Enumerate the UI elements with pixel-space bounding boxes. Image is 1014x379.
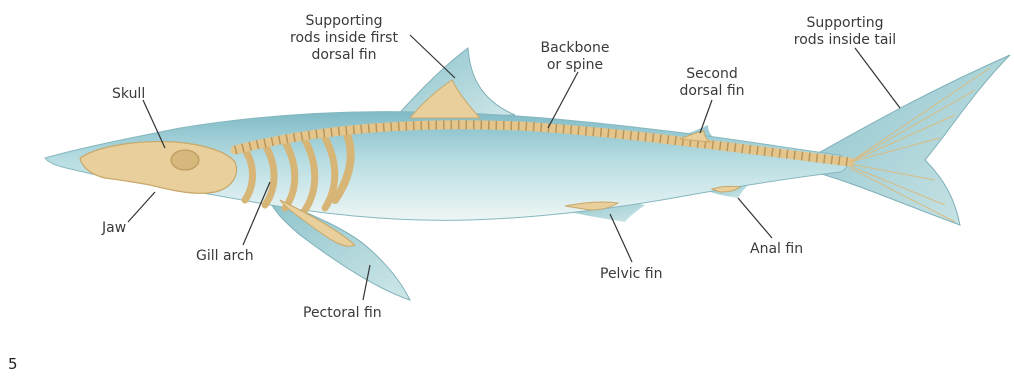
tail-fin xyxy=(815,55,1010,225)
label-second-dorsal-fin: Second dorsal fin xyxy=(670,66,754,100)
skull-cartilage xyxy=(80,142,236,194)
eye-socket xyxy=(171,150,199,170)
page-number: 5 xyxy=(8,355,18,373)
label-skull: Skull xyxy=(112,86,145,103)
label-jaw: Jaw xyxy=(102,220,126,237)
label-supporting-rods-first-dorsal: Supporting rods inside first dorsal fin xyxy=(278,13,410,64)
label-supporting-rods-tail: Supporting rods inside tail xyxy=(770,15,920,49)
label-pelvic-fin: Pelvic fin xyxy=(600,266,662,283)
label-pectoral-fin: Pectoral fin xyxy=(303,305,382,322)
label-anal-fin: Anal fin xyxy=(750,241,803,258)
label-backbone: Backbone or spine xyxy=(535,40,615,74)
label-gill-arch: Gill arch xyxy=(196,248,254,265)
